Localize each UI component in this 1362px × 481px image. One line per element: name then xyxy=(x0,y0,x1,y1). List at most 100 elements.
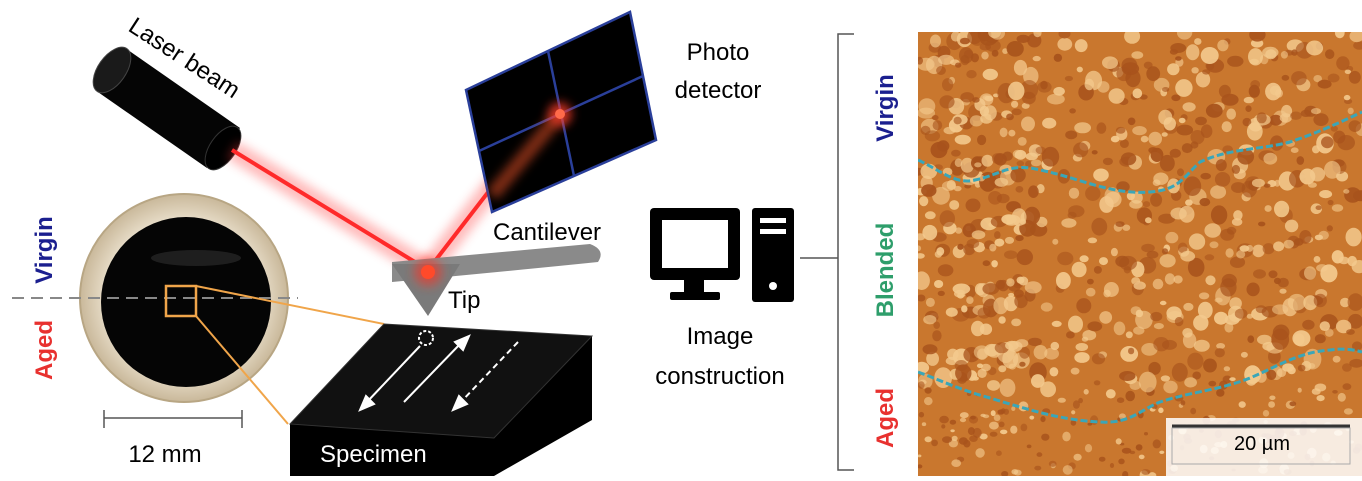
map-speckle xyxy=(1194,38,1201,45)
map-speckle xyxy=(1244,97,1254,103)
map-speckle xyxy=(1034,345,1048,359)
map-speckle xyxy=(1015,235,1023,241)
map-speckle xyxy=(975,448,984,458)
map-speckle xyxy=(1304,266,1316,280)
map-speckle xyxy=(981,52,988,60)
map-speckle xyxy=(1091,218,1107,236)
map-speckle xyxy=(998,365,1006,372)
map-speckle xyxy=(1144,432,1148,435)
map-speckle xyxy=(917,295,926,302)
map-speckle xyxy=(988,191,1002,205)
map-speckle xyxy=(1328,74,1340,83)
map-speckle xyxy=(983,69,998,80)
map-speckle xyxy=(1221,94,1238,106)
map-speckle xyxy=(1215,298,1223,303)
map-speckle xyxy=(1068,316,1083,333)
map-speckle xyxy=(1216,159,1227,171)
map-speckle xyxy=(1034,466,1041,471)
map-speckle xyxy=(1068,212,1077,219)
map-speckle xyxy=(1050,367,1059,376)
map-speckle xyxy=(980,414,985,417)
map-speckle xyxy=(957,244,963,250)
map-speckle xyxy=(1094,380,1101,385)
map-speckle xyxy=(1177,125,1194,136)
map-speckle xyxy=(1114,322,1126,336)
map-speckle xyxy=(1344,95,1351,100)
map-speckle xyxy=(1139,455,1145,460)
map-speckle xyxy=(1227,56,1243,67)
map-speckle xyxy=(1338,393,1346,402)
map-speckle xyxy=(1013,150,1023,158)
map-speckle xyxy=(972,230,986,239)
map-speckle xyxy=(974,162,981,167)
map-speckle xyxy=(1328,200,1334,205)
map-speckle xyxy=(1118,459,1124,465)
map-speckle xyxy=(1145,217,1152,223)
map-speckle xyxy=(1151,148,1164,162)
map-speckle xyxy=(960,92,974,102)
map-speckle xyxy=(919,196,928,206)
map-speckle xyxy=(1110,463,1114,468)
map-speckle xyxy=(931,142,948,158)
map-speckle xyxy=(999,422,1005,428)
tip-label: Tip xyxy=(448,287,480,314)
map-speckle xyxy=(977,135,986,145)
map-speckle xyxy=(961,305,967,312)
map-speckle xyxy=(1346,329,1355,335)
map-speckle xyxy=(1162,340,1177,350)
map-speckle xyxy=(1069,188,1079,199)
map-speckle xyxy=(1141,136,1149,143)
map-speckle xyxy=(1074,454,1082,461)
map-speckle xyxy=(1349,71,1361,84)
map-speckle xyxy=(1062,432,1070,442)
map-speckle xyxy=(1029,416,1034,420)
image-construction-label-2: construction xyxy=(655,363,784,390)
map-speckle xyxy=(1321,136,1334,148)
photo-detector xyxy=(466,12,656,212)
map-virgin-label: Virgin xyxy=(872,74,899,142)
map-speckle xyxy=(1150,312,1162,321)
map-speckle xyxy=(1183,303,1193,311)
map-speckle xyxy=(1314,256,1321,263)
map-speckle xyxy=(1190,408,1196,415)
map-speckle xyxy=(1000,430,1007,435)
map-speckle xyxy=(916,57,923,65)
map-speckle xyxy=(1085,186,1100,201)
map-speckle xyxy=(963,440,970,448)
map-speckle xyxy=(966,199,981,213)
map-speckle xyxy=(1009,364,1016,370)
map-speckle xyxy=(933,322,940,329)
map-speckle xyxy=(1153,279,1164,290)
map-speckle xyxy=(1066,331,1075,338)
map-speckle xyxy=(917,464,922,468)
map-speckle xyxy=(1063,465,1073,475)
map-speckle xyxy=(1179,118,1186,123)
map-speckle xyxy=(1040,416,1045,422)
map-speckle xyxy=(915,245,921,251)
map-speckle xyxy=(1291,147,1299,153)
map-speckle xyxy=(1037,452,1043,457)
map-speckle xyxy=(1036,147,1046,155)
map-speckle xyxy=(1249,85,1260,98)
map-speckle xyxy=(1269,270,1278,278)
map-speckle xyxy=(1229,297,1242,309)
map-speckle xyxy=(1195,117,1207,126)
map-speckle xyxy=(1014,60,1027,76)
map-speckle xyxy=(960,412,969,418)
map-speckle xyxy=(925,130,940,141)
map-speckle xyxy=(1289,401,1296,406)
map-speckle xyxy=(1008,82,1025,101)
map-speckle xyxy=(1120,139,1129,148)
map-speckle xyxy=(953,284,971,295)
map-speckle xyxy=(1167,63,1179,75)
tower-icon xyxy=(752,208,794,302)
sample-scale-bar xyxy=(104,410,242,428)
map-speckle xyxy=(1302,320,1314,330)
map-speckle xyxy=(992,50,999,57)
map-speckle xyxy=(1316,205,1322,210)
map-speckle xyxy=(1008,130,1015,137)
map-speckle xyxy=(1041,434,1049,441)
map-speckle xyxy=(1024,207,1040,225)
map-speckle xyxy=(955,364,971,381)
map-speckle xyxy=(1278,278,1289,288)
